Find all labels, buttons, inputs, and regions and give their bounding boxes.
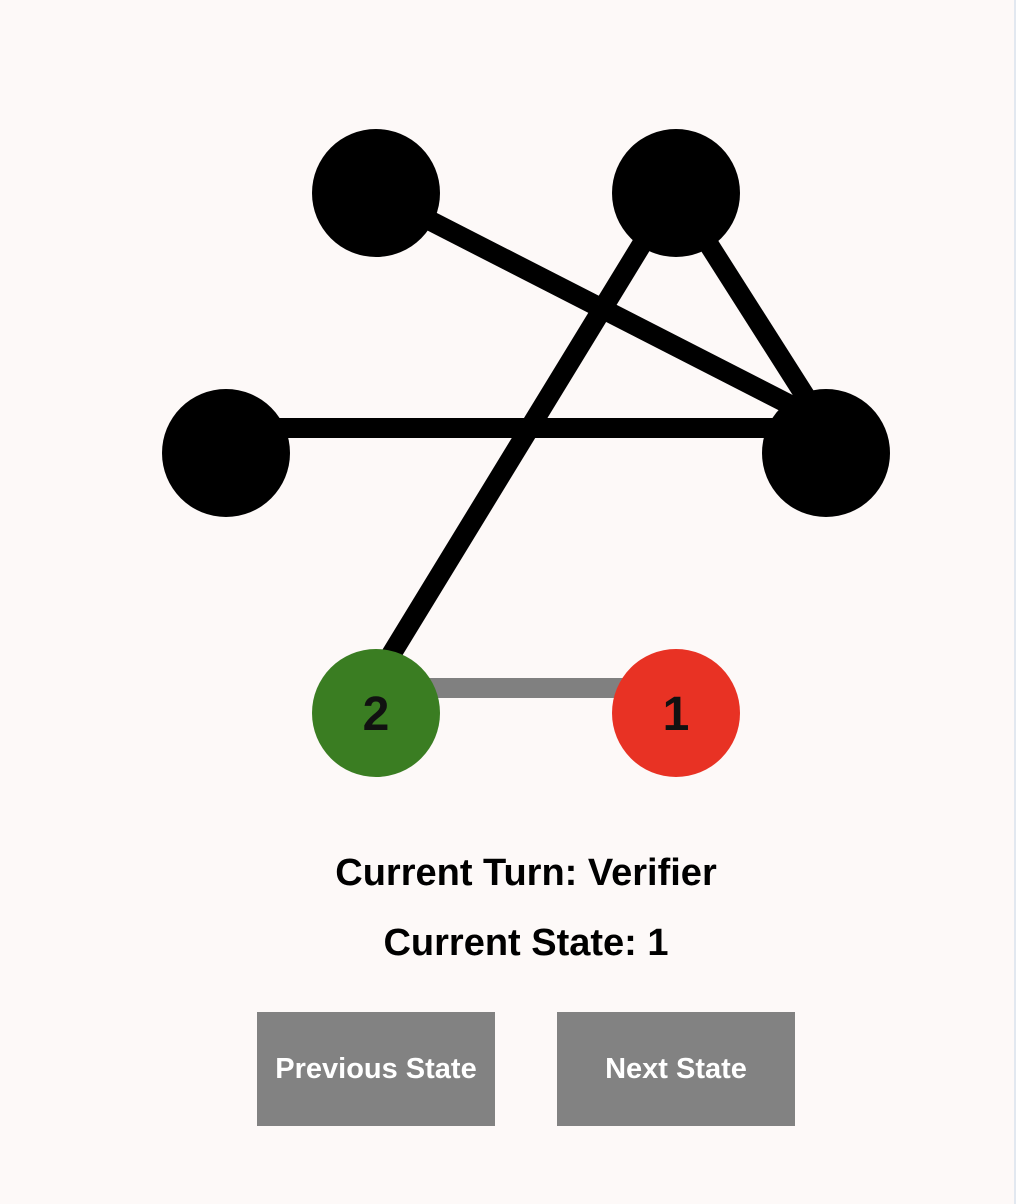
graph-node-middle-left[interactable] (162, 389, 290, 517)
node-circle (312, 649, 440, 777)
edge-top-left-to-middle-right (371, 184, 811, 422)
previous-state-button[interactable]: Previous State (257, 1012, 495, 1126)
graph-node-bottom-left[interactable]: 2 (312, 649, 440, 777)
graph-node-top-left[interactable] (312, 129, 440, 257)
graph-node-bottom-right[interactable]: 1 (612, 649, 740, 777)
graph-node-middle-right[interactable] (762, 389, 890, 517)
node-circle (162, 389, 290, 517)
edge-layer (226, 184, 826, 698)
current-turn-text: Current Turn: Verifier (335, 852, 717, 894)
page-edge-divider (1014, 0, 1016, 1204)
next-state-button[interactable]: Next State (557, 1012, 795, 1126)
current-state-text: Current State: 1 (383, 922, 669, 964)
node-label: 2 (363, 688, 390, 741)
node-circle (612, 649, 740, 777)
node-label: 1 (663, 688, 690, 741)
node-circle (612, 129, 740, 257)
graph-node-top-right[interactable] (612, 129, 740, 257)
node-circle (312, 129, 440, 257)
node-circle (762, 389, 890, 517)
